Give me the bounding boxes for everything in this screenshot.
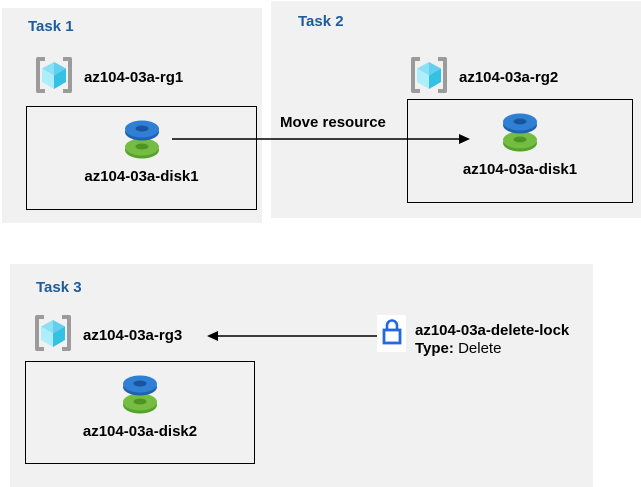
disk-name: az104-03a-disk2 bbox=[82, 423, 198, 440]
task3-title: Task 3 bbox=[36, 279, 82, 296]
task3-resource-box: az104-03a-disk2 bbox=[25, 361, 255, 464]
task2-title: Task 2 bbox=[298, 13, 344, 30]
lock-annotation: az104-03a-delete-lock Type: Delete bbox=[415, 322, 569, 358]
disk-icon bbox=[498, 111, 542, 158]
lock-type-value: Delete bbox=[458, 340, 502, 357]
disk-name: az104-03a-disk1 bbox=[462, 161, 578, 178]
resource-group-name: az104-03a-rg2 bbox=[459, 69, 559, 86]
task1-panel: Task 1 az104-03a-rg1 az104-03a-disk1 bbox=[2, 8, 262, 223]
lock-icon bbox=[381, 317, 403, 351]
lock-name: az104-03a-delete-lock bbox=[415, 322, 570, 339]
task3-resource-group: az104-03a-rg3 bbox=[32, 314, 182, 357]
task2-resource-group: az104-03a-rg2 bbox=[408, 56, 558, 99]
task1-title: Task 1 bbox=[28, 18, 74, 35]
disk-name: az104-03a-disk1 bbox=[84, 168, 199, 185]
task3-panel: Task 3 az104-03a-rg3 az104-03a-disk2 az1… bbox=[10, 264, 593, 487]
task1-resource-group: az104-03a-rg1 bbox=[33, 56, 183, 99]
disk-icon bbox=[118, 373, 162, 420]
task1-resource-box: az104-03a-disk1 bbox=[26, 106, 257, 210]
resource-group-name: az104-03a-rg1 bbox=[84, 69, 184, 86]
move-resource-label: Move resource bbox=[280, 114, 386, 131]
resource-group-icon bbox=[33, 56, 75, 99]
resource-group-icon bbox=[32, 314, 74, 357]
task2-resource-box: az104-03a-disk1 bbox=[407, 99, 633, 203]
resource-group-name: az104-03a-rg3 bbox=[83, 327, 183, 344]
lock-plate bbox=[377, 315, 406, 352]
task2-panel: Task 2 az104-03a-rg2 az104-03a-disk1 bbox=[271, 1, 641, 218]
lock-type-label: Type: bbox=[415, 340, 454, 357]
resource-group-icon bbox=[408, 56, 450, 99]
lock-type-row: Type: Delete bbox=[415, 340, 569, 358]
disk-icon bbox=[120, 118, 164, 165]
